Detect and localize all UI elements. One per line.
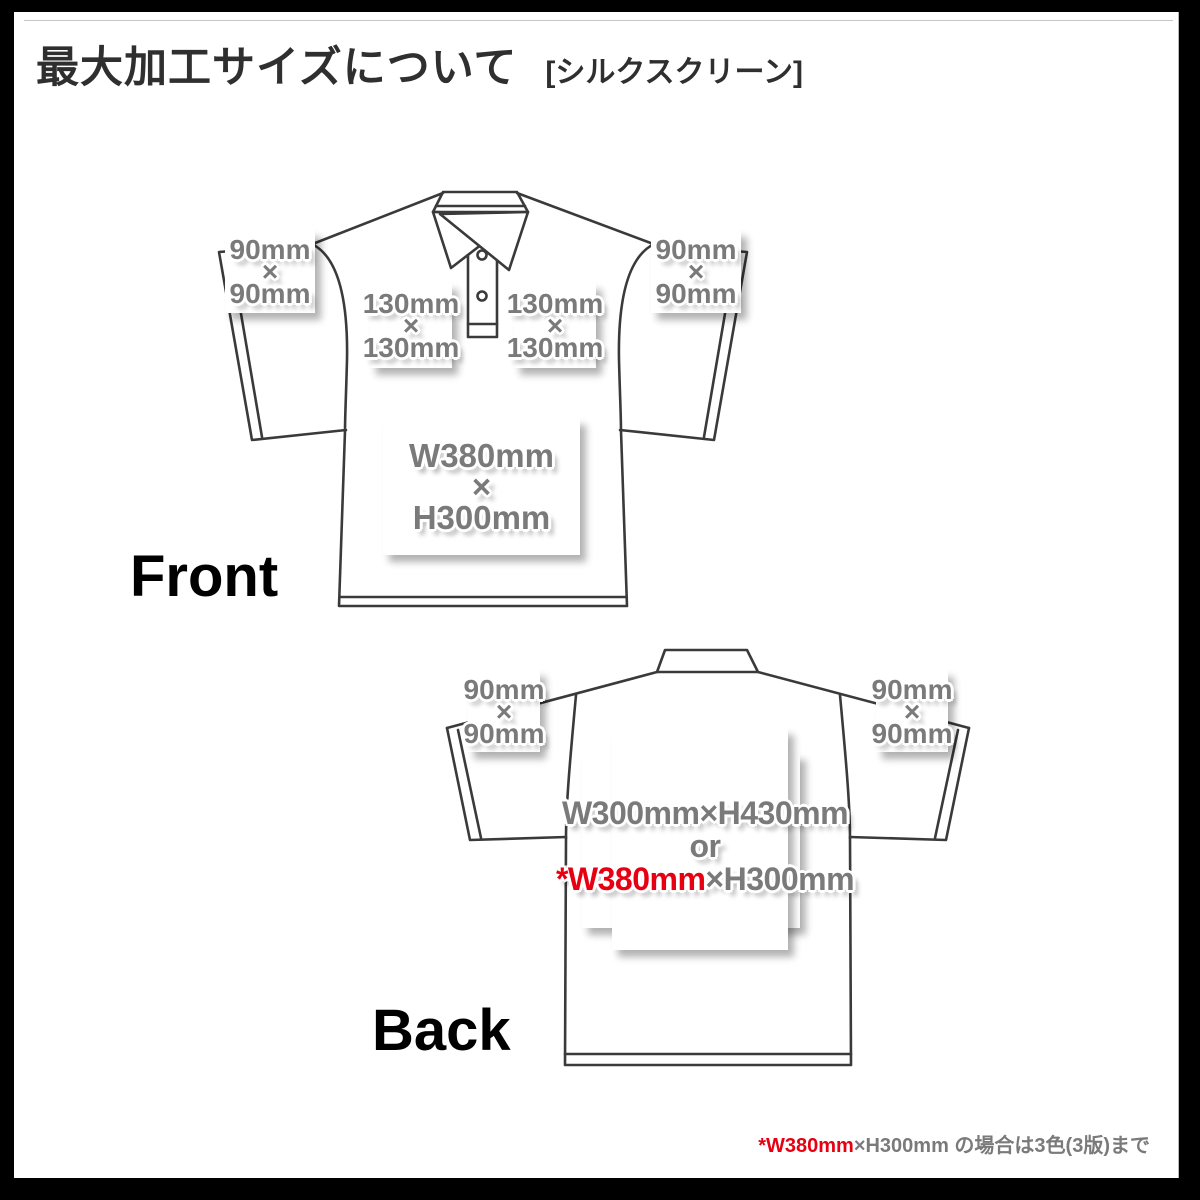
front-left-sleeve-size-label: 90mm × 90mm	[218, 232, 322, 312]
multiply-sign: ×	[546, 309, 564, 341]
top-keyline	[24, 20, 1173, 21]
size-line: 130mm	[362, 331, 460, 363]
front-left-chest-print-area	[370, 283, 452, 368]
front-left-chest-size-label: 130mm × 130mm	[359, 285, 463, 366]
back-left-sleeve-size-label: 90mm × 90mm	[452, 672, 556, 751]
footnote: *W380mm×H300mm の場合は3色(3版)まで	[758, 1134, 1150, 1158]
back-size-option-1: W300mm×H430mm	[561, 795, 849, 831]
size-line: 130mm	[506, 331, 604, 363]
front-right-chest-size-label: 130mm × 130mm	[503, 285, 607, 366]
size-line: W380mm	[409, 437, 554, 474]
front-right-chest-print-area	[514, 283, 596, 368]
front-center-size-label: W380mm × H300mm	[383, 420, 580, 553]
size-line: 90mm	[229, 278, 311, 309]
size-line: 90mm	[871, 717, 953, 749]
footnote-size-red: *W380mm	[758, 1135, 854, 1157]
size-line: H300mm	[412, 499, 551, 536]
back-size-option-2-width: *W380mm	[555, 861, 706, 897]
size-line: 90mm	[655, 278, 737, 309]
back-size-option-2: *W380mm×H300mm	[455, 863, 955, 896]
title-method-label: [シルクスクリーン]	[545, 56, 804, 89]
size-line: 90mm	[463, 717, 545, 749]
title-text: 最大加工サイズについて	[36, 44, 518, 92]
back-size-or: or	[689, 828, 722, 864]
size-line: 130mm	[362, 287, 460, 319]
back-size-option-2-height: ×H300mm	[705, 861, 855, 897]
multiply-sign: ×	[402, 309, 420, 341]
page-title: 最大加工サイズについて [シルクスクリーン]	[36, 33, 803, 95]
size-line: 130mm	[506, 287, 604, 319]
footnote-rest: ×H300mm の場合は3色(3版)まで	[853, 1135, 1150, 1157]
back-center-size-label: W300mm×H430mm or *W380mm×H300mm	[455, 797, 955, 896]
front-right-sleeve-size-label: 90mm × 90mm	[644, 232, 748, 312]
back-right-sleeve-size-label: 90mm × 90mm	[860, 672, 964, 751]
back-section-label: Back	[372, 998, 511, 1063]
front-section-label: Front	[130, 544, 279, 609]
multiply-sign: ×	[471, 468, 492, 505]
